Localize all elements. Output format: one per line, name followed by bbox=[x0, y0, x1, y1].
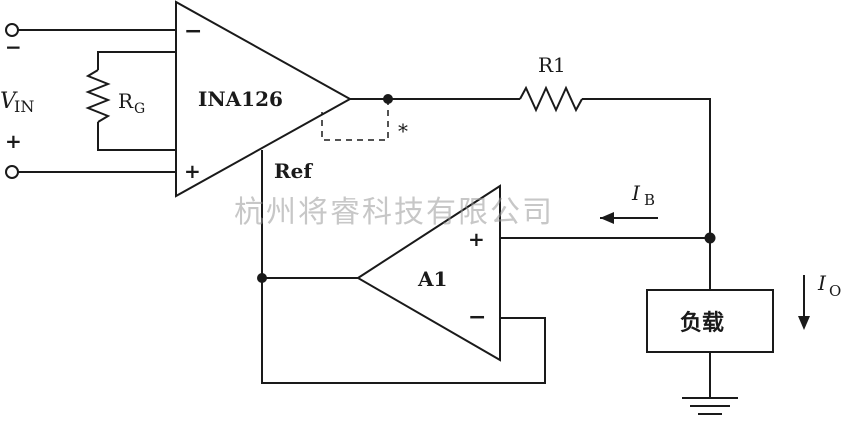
label-ib: I bbox=[631, 181, 641, 205]
wire-rg-top bbox=[97, 51, 176, 70]
ib-arrow-head bbox=[600, 212, 614, 224]
label-io: I bbox=[817, 271, 827, 295]
watermark: 杭州将睿科技有限公司 bbox=[234, 195, 554, 230]
a1-amplifier bbox=[356, 184, 501, 362]
rg-resistor bbox=[85, 69, 111, 123]
ina126-amplifier bbox=[175, 0, 353, 198]
label-ina126: INA126 bbox=[198, 87, 283, 111]
dashed-option-link bbox=[321, 99, 389, 141]
label-vin: V bbox=[0, 89, 18, 114]
label-ref: Ref bbox=[274, 159, 313, 183]
vin-plus-terminal bbox=[5, 165, 19, 179]
label-rg: R bbox=[118, 89, 134, 113]
label-r1: R1 bbox=[538, 53, 566, 77]
io-arrow-head bbox=[798, 316, 810, 330]
label-a1: A1 bbox=[417, 267, 447, 291]
label-input-plus: + bbox=[5, 129, 22, 153]
label-io-sub: O bbox=[829, 282, 841, 300]
label-a1-plus: + bbox=[468, 227, 485, 251]
label-ina-minus: − bbox=[184, 18, 202, 44]
label-ina-plus: + bbox=[184, 159, 201, 183]
r1-resistor bbox=[519, 85, 583, 113]
label-star: * bbox=[398, 119, 408, 143]
wire-ref bbox=[261, 150, 546, 384]
label-input-minus: − bbox=[5, 35, 22, 59]
wire-r1-right bbox=[582, 98, 711, 290]
label-ib-sub: B bbox=[644, 191, 655, 209]
label-vin-sub: IN bbox=[14, 97, 34, 116]
wire-rg-bottom bbox=[97, 122, 176, 151]
label-rg-sub: G bbox=[134, 101, 145, 117]
label-load: 负载 bbox=[680, 310, 724, 336]
label-a1-minus: − bbox=[468, 304, 486, 330]
